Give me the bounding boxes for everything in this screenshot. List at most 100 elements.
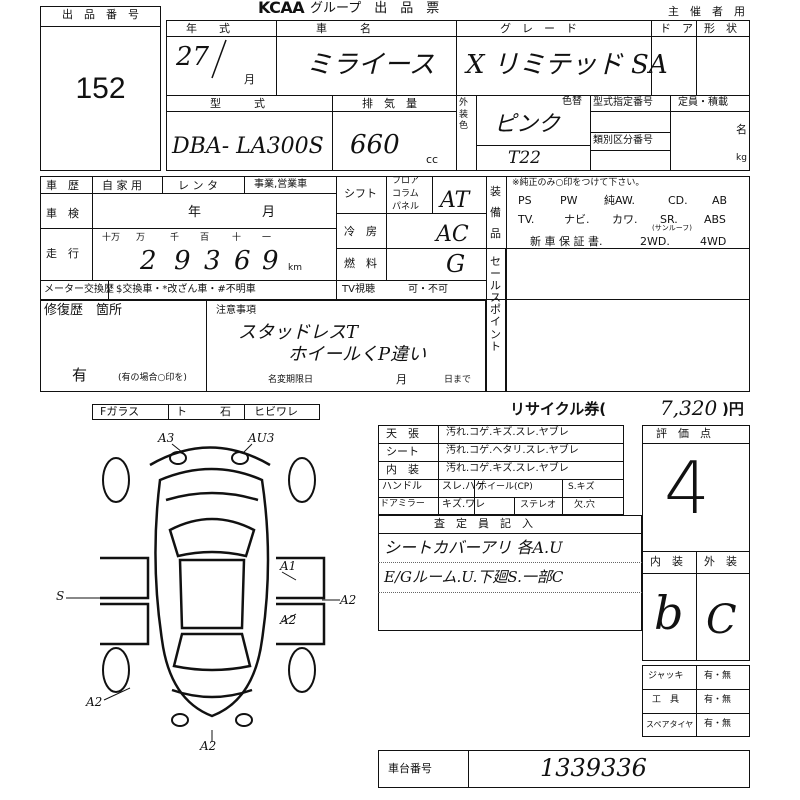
- ac-value: AC: [436, 222, 469, 247]
- equip-abs: ABS: [704, 213, 726, 226]
- form-title: グループ 出 品 票: [310, 1, 440, 16]
- fuel-value: G: [446, 250, 466, 278]
- mark-line-a1: [281, 571, 297, 581]
- equip-ab: AB: [712, 194, 728, 207]
- left-door-front: [100, 556, 150, 600]
- meter-options: $交換車・*改ざん車・#不明車: [116, 284, 256, 295]
- cond-text-handle: スレ.ハゲ: [442, 481, 486, 492]
- sales-point-box: [486, 248, 506, 392]
- color-value: ピンク: [494, 112, 561, 137]
- car-outline: [154, 467, 270, 718]
- equip-sr: SR.: [660, 213, 678, 226]
- year-header: 年 式: [186, 22, 230, 35]
- year-month-unit: 月: [244, 73, 255, 86]
- history-business: 事業,営業車: [254, 179, 308, 190]
- mileage-km: km: [288, 263, 302, 273]
- car-rear-bumper: [171, 688, 253, 699]
- diagram-a3: A3: [158, 431, 175, 445]
- mileage-digit-1: 9: [174, 246, 191, 276]
- equip-navi: ナビ.: [564, 213, 590, 226]
- tool-spare-value: 有・無: [704, 719, 732, 729]
- displacement-header: 排 気 量: [362, 97, 417, 110]
- digit-head-3: 百: [200, 233, 210, 243]
- chassis-label: 車台番号: [388, 762, 432, 775]
- equip-warranty: 新 車 保 証 書.: [530, 235, 603, 248]
- cond-wheel-label: ホイール(CP): [478, 482, 533, 492]
- year-value: 27: [176, 42, 210, 72]
- mark-line-a2-side: [281, 613, 297, 623]
- right-rear-wheel: [288, 647, 316, 693]
- rear-right-light: [235, 713, 253, 727]
- rating-score: 4: [664, 446, 710, 530]
- tool-jack-value: 有・無: [704, 671, 732, 681]
- shift-floor: フロア: [392, 176, 420, 186]
- mileage-digit-4: 9: [262, 246, 279, 276]
- notes-line1: スタッドレスT: [238, 322, 359, 343]
- car-rear-window: [172, 632, 252, 672]
- ac-label: 冷 房: [344, 225, 377, 238]
- tool-jack-label: ジャッキ: [648, 671, 684, 681]
- glass-f: Fガラス: [100, 405, 140, 418]
- digit-head-2: 千: [170, 233, 180, 243]
- diagram-a2-right: A2: [340, 593, 357, 607]
- mileage-label: 走 行: [46, 247, 79, 260]
- cond-label-ceiling: 天 張: [386, 427, 419, 440]
- front-right-light: [231, 451, 249, 465]
- kg-unit: kg: [736, 153, 747, 163]
- mileage-digit-0: 2: [140, 246, 157, 276]
- class-no-header: 類別区分番号: [593, 135, 653, 146]
- doors-header: ド ア: [660, 22, 693, 35]
- equipment-note: ※純正のみ○印をつけて下さい。: [512, 178, 645, 188]
- capacity-header: 定員・積載: [678, 97, 728, 108]
- rating-label: 評 価 点: [656, 427, 711, 440]
- equip-alloy: 純AW.: [604, 194, 636, 207]
- equip-2wd: 2WD.: [640, 235, 670, 248]
- diagram-au3: AU3: [248, 431, 275, 445]
- history-rental: レ ン タ: [178, 179, 218, 192]
- tv-label: TV視聴: [342, 284, 375, 295]
- color-no-value: T22: [508, 148, 541, 168]
- digit-head-0: 十万: [102, 233, 121, 243]
- diagram-a1: A1: [280, 559, 297, 573]
- car-windshield: [168, 517, 256, 558]
- sunroof-note: (サンルーフ): [652, 224, 693, 232]
- car-roof: [178, 558, 246, 630]
- recycle-value: 7,320: [660, 396, 718, 420]
- equip-tv: TV.: [518, 213, 535, 226]
- cond-wheel-opts: S.キズ: [568, 482, 595, 492]
- history-section: [40, 176, 750, 300]
- inspection-label: 車 検: [46, 207, 79, 220]
- organizer-label: 主 催 者 用: [668, 5, 745, 18]
- diagram-s: S: [56, 589, 65, 603]
- cond-text-ceiling: 汚れ.コゲ.キズ.スレ.ヤブレ: [446, 427, 569, 438]
- mark-line-au3: [243, 443, 253, 453]
- left-rear-wheel: [102, 647, 130, 693]
- digit-head-1: 万: [136, 233, 146, 243]
- equipment-label: 装備品: [490, 185, 501, 240]
- shift-panel: パネル: [392, 202, 420, 212]
- model-header: 型 式: [210, 97, 265, 110]
- glass-stone: 石: [220, 405, 231, 418]
- fuel-label: 燃 料: [344, 257, 377, 270]
- cond-text-interior: 汚れ.コゲ.キズ.スレ.ヤブレ: [446, 463, 569, 474]
- glass-to: ト: [176, 405, 187, 418]
- ext-color-label: 外装色: [459, 98, 469, 132]
- lot-box: [40, 6, 161, 171]
- cond-label-mirror: ドアミラー: [380, 499, 425, 509]
- recycle-unit: )円: [722, 400, 744, 418]
- shift-column: コラム: [392, 189, 419, 199]
- chassis-box: [378, 750, 750, 788]
- recycle-label: リサイクル券(: [510, 400, 607, 418]
- inspection-year: 年: [188, 205, 202, 220]
- right-door-front: [276, 556, 326, 600]
- inspector-line2: E/Gルーム.U.下廻S.一部C: [384, 568, 564, 586]
- repair-note: (有の場合○印を): [118, 373, 187, 383]
- grade-value: X リミテッド SA: [466, 50, 668, 80]
- mark-line-a3: [171, 443, 183, 453]
- notes-line2: ホイールくP違い: [288, 344, 427, 365]
- chassis-value: 1339336: [540, 754, 647, 782]
- rear-left-light: [171, 713, 189, 727]
- interior-rating-label: 内 装: [650, 555, 683, 568]
- car-name-value: ミライース: [306, 50, 435, 80]
